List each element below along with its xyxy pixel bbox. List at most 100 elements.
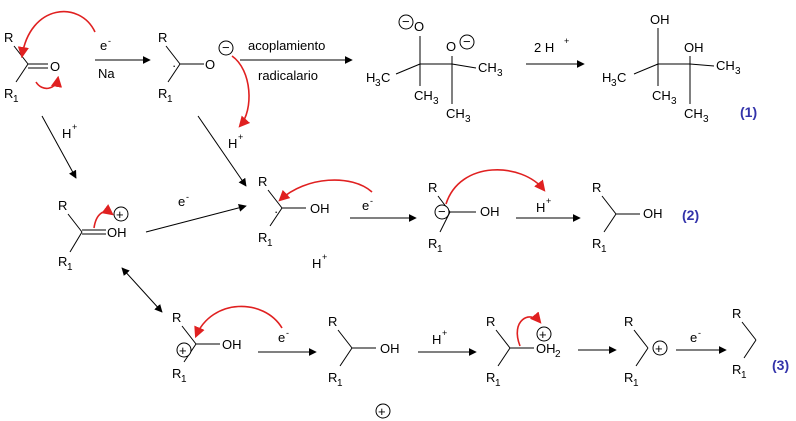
svg-text:R: R bbox=[58, 254, 67, 269]
svg-text:1: 1 bbox=[167, 94, 173, 105]
svg-text:OH: OH bbox=[536, 341, 556, 356]
svg-text:R: R bbox=[486, 370, 495, 385]
svg-text:OH: OH bbox=[310, 201, 330, 216]
svg-text:3: 3 bbox=[703, 114, 709, 125]
alcohol-intermediate: R OH R 1 bbox=[328, 314, 400, 389]
svg-text:2: 2 bbox=[555, 349, 561, 360]
svg-text:OH: OH bbox=[684, 40, 704, 55]
reagent-two-protons: 2 H bbox=[534, 40, 554, 55]
atom-o: O bbox=[50, 59, 60, 74]
svg-text:+: + bbox=[539, 327, 547, 342]
resonance-arrow bbox=[121, 267, 163, 313]
svg-text:3: 3 bbox=[465, 114, 471, 125]
pinacol: OH H 3 C CH 3 OH CH 3 CH 3 bbox=[602, 12, 741, 125]
reagent-coupling-top: acoplamiento bbox=[248, 38, 325, 53]
svg-text:−: − bbox=[438, 204, 446, 219]
oxonium-ion: R OH 2 + R 1 bbox=[486, 314, 561, 389]
svg-text:OH: OH bbox=[480, 204, 500, 219]
svg-text:O: O bbox=[414, 19, 424, 34]
svg-text:OH: OH bbox=[222, 337, 242, 352]
carbocation: R + R 1 bbox=[624, 314, 668, 389]
svg-text:R: R bbox=[328, 314, 337, 329]
reagent-coupling-bottom: radicalario bbox=[258, 68, 318, 83]
ketyl-radical-anion: R · O − R 1 bbox=[158, 30, 234, 105]
svg-text:R: R bbox=[592, 180, 601, 195]
reagent-electron: e bbox=[178, 194, 185, 209]
svg-text:R: R bbox=[486, 314, 495, 329]
reagent-electron: e bbox=[100, 38, 107, 53]
svg-text:R: R bbox=[328, 370, 337, 385]
pathway-label-1: (1) bbox=[740, 104, 757, 120]
svg-text:1: 1 bbox=[741, 370, 747, 381]
reaction-arrow bbox=[41, 115, 77, 179]
hydroxy-carbanion: R − OH R 1 bbox=[428, 180, 500, 255]
reagent-proton: H bbox=[228, 136, 237, 151]
svg-text:O: O bbox=[205, 57, 215, 72]
curly-arrow bbox=[17, 10, 96, 59]
svg-text:OH: OH bbox=[107, 225, 127, 240]
pathway-label-3: (3) bbox=[772, 357, 789, 373]
reagent-proton: H bbox=[62, 126, 71, 141]
svg-text:R: R bbox=[732, 362, 741, 377]
protonated-ketone: R OH + R 1 bbox=[58, 198, 129, 273]
curly-arrow bbox=[278, 179, 373, 202]
svg-text:1: 1 bbox=[495, 378, 501, 389]
svg-text:1: 1 bbox=[437, 244, 443, 255]
svg-text:1: 1 bbox=[267, 238, 273, 249]
svg-text:−: − bbox=[402, 14, 410, 29]
reagent-sodium: Na bbox=[98, 66, 115, 81]
svg-text:CH: CH bbox=[716, 58, 735, 73]
pinacolate-dianion: − O H 3 C CH 3 O − CH 3 CH 3 bbox=[366, 14, 503, 125]
plus-charge: + bbox=[116, 207, 124, 222]
reaction-arrow bbox=[145, 203, 247, 233]
svg-text:O: O bbox=[446, 39, 456, 54]
svg-text:−: − bbox=[463, 34, 471, 49]
svg-text:R: R bbox=[428, 180, 437, 195]
reagent-electron: e bbox=[362, 198, 369, 213]
svg-text:H: H bbox=[366, 70, 375, 85]
atom-r1: R bbox=[4, 86, 13, 101]
curly-arrow bbox=[516, 311, 542, 347]
curly-arrow bbox=[445, 169, 546, 205]
reagent-proton: H bbox=[432, 332, 441, 347]
reagent-electron: e bbox=[278, 330, 285, 345]
svg-text:·: · bbox=[274, 204, 278, 219]
svg-text:R: R bbox=[158, 30, 167, 45]
svg-text:+: + bbox=[442, 328, 447, 338]
curly-arrow bbox=[93, 204, 114, 229]
svg-text:CH: CH bbox=[478, 60, 497, 75]
svg-text:3: 3 bbox=[735, 66, 741, 77]
svg-text:1: 1 bbox=[633, 378, 639, 389]
svg-text:-: - bbox=[698, 328, 701, 338]
svg-text:R: R bbox=[172, 366, 181, 381]
svg-text:C: C bbox=[617, 70, 626, 85]
svg-text:R: R bbox=[428, 236, 437, 251]
pathway-label-2: (2) bbox=[682, 207, 699, 223]
svg-text:3: 3 bbox=[671, 96, 677, 107]
svg-text:R: R bbox=[624, 314, 633, 329]
hydroxy-radical: R · OH R 1 bbox=[258, 174, 330, 249]
svg-text:-: - bbox=[108, 36, 111, 46]
svg-text:+: + bbox=[655, 341, 663, 356]
svg-text:+: + bbox=[238, 132, 243, 142]
svg-text:3: 3 bbox=[611, 78, 617, 89]
svg-text:3: 3 bbox=[375, 78, 381, 89]
plus-charge-symbol: + bbox=[375, 403, 391, 419]
alcohol-product: R OH R 1 bbox=[592, 180, 663, 255]
svg-text:-: - bbox=[370, 196, 373, 206]
svg-text:OH: OH bbox=[380, 341, 400, 356]
svg-text:3: 3 bbox=[433, 96, 439, 107]
svg-text:3: 3 bbox=[497, 68, 503, 79]
svg-text:1: 1 bbox=[337, 378, 343, 389]
svg-text:1: 1 bbox=[601, 244, 607, 255]
svg-text:OH: OH bbox=[650, 12, 670, 27]
svg-text:1: 1 bbox=[181, 374, 187, 385]
svg-text:R: R bbox=[258, 174, 267, 189]
svg-text:+: + bbox=[378, 404, 386, 419]
svg-text:R: R bbox=[172, 310, 181, 325]
reagent-proton: H bbox=[536, 200, 545, 215]
atom-r: R bbox=[4, 30, 13, 45]
svg-text:+: + bbox=[322, 252, 327, 262]
alkane-product: R R 1 bbox=[732, 306, 757, 381]
